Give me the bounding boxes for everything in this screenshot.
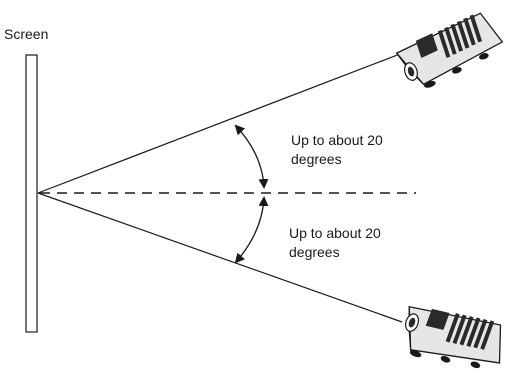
lower-angle-arrow-icon xyxy=(234,196,269,264)
lower-angle-label-line1: Up to about 20 xyxy=(289,225,381,241)
screen xyxy=(25,54,38,333)
upper-angle-label-line1: Up to about 20 xyxy=(291,132,383,148)
lower-angle-label-line2: degrees xyxy=(289,244,340,260)
projector-icon-top xyxy=(395,12,504,88)
lower-projection-line xyxy=(37,192,403,323)
upper-angle-arrow-icon xyxy=(234,124,269,189)
upper-angle-label-line2: degrees xyxy=(291,151,342,167)
upper-projection-line xyxy=(37,53,401,194)
screen-label: Screen xyxy=(4,26,48,42)
projector-icon-bottom xyxy=(404,305,502,369)
